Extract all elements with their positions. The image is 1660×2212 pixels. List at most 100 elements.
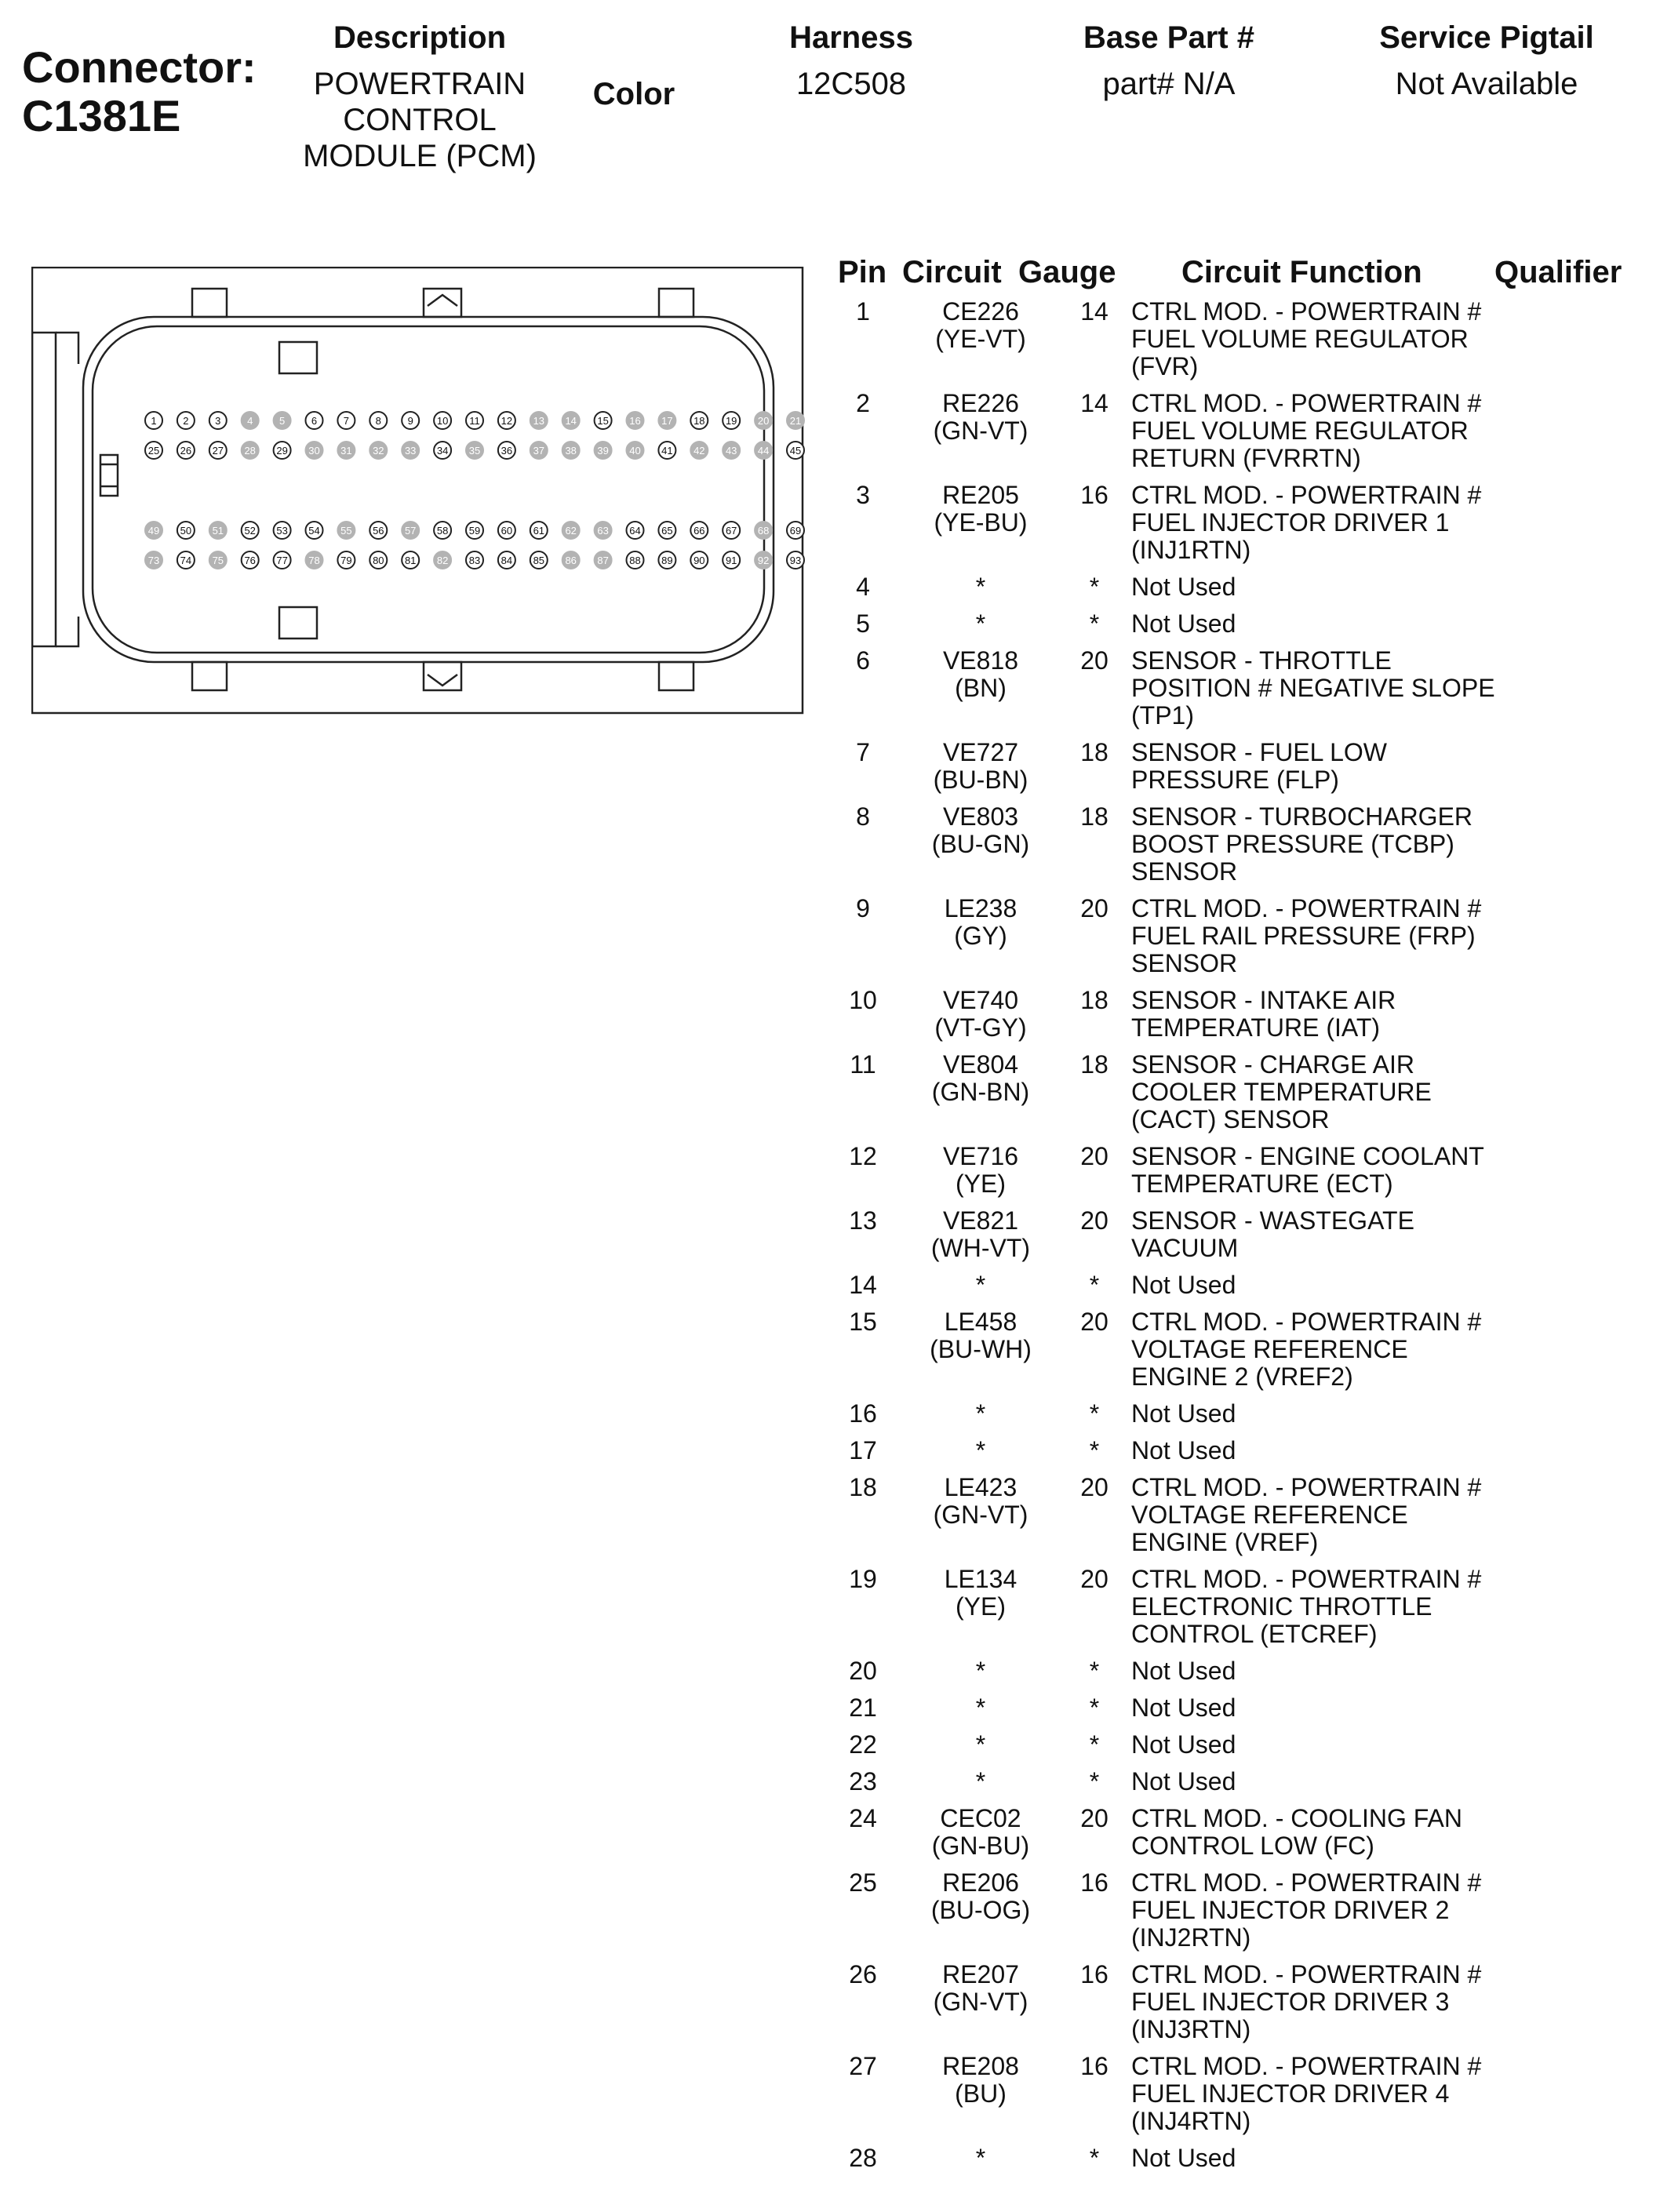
wire-color: (GN-BN) <box>931 1078 1030 1106</box>
circuit-function: Not Used <box>1131 1657 1236 1685</box>
circuit-id: VE716 <box>942 1142 1019 1170</box>
pin-cavity <box>433 411 453 430</box>
pin-cavity-label: 1 <box>151 415 156 427</box>
pin-cavity <box>272 441 292 460</box>
pin-number: 11 <box>850 1050 876 1079</box>
pin-cavity-label: 2 <box>183 415 188 427</box>
pin-cavity-label: 53 <box>276 525 287 537</box>
description-value: POWERTRAIN CONTROL MODULE (PCM) <box>303 67 537 173</box>
circuit-cell: VE716(YE) <box>902 1143 1059 1198</box>
circuit-cell: * <box>902 1400 1059 1428</box>
pin-cavity-label: 69 <box>790 525 801 537</box>
pin-cavity-label: 83 <box>469 555 480 566</box>
wire-gauge: * <box>1089 2144 1100 2172</box>
table-row: 4**Not Used <box>832 573 1647 610</box>
pin-cavity-label: 91 <box>726 555 737 566</box>
pin-number: 23 <box>849 1767 877 1795</box>
pin-cavity-label: 54 <box>308 525 319 537</box>
table-row: 16**Not Used <box>832 1400 1647 1437</box>
wire-gauge: 14 <box>1080 297 1108 326</box>
pin-cavity <box>208 521 228 540</box>
circuit-id: * <box>975 1767 986 1795</box>
pin-cavity-label: 4 <box>247 415 253 427</box>
pin-cavity <box>176 551 195 569</box>
pin-cavity-label: 66 <box>693 525 704 537</box>
pin-cavity <box>401 551 420 569</box>
description-label: Description <box>333 20 507 55</box>
pin-cavity-label: 50 <box>180 525 191 537</box>
pin-cavity-label: 81 <box>405 555 416 566</box>
pin-cavity <box>529 441 548 460</box>
circuit-function: Not Used <box>1131 2144 1236 2172</box>
wire-gauge: 16 <box>1080 1868 1108 1897</box>
pin-cavity-label: 43 <box>726 445 737 457</box>
circuit-cell: * <box>902 1657 1059 1685</box>
wire-color: (YE) <box>956 1170 1006 1198</box>
pin-number: 4 <box>856 573 870 601</box>
connector-face-diagram: 1234567891011121314151617181920212223242… <box>31 267 805 715</box>
table-row: 5**Not Used <box>832 610 1647 647</box>
circuit-cell: * <box>902 1731 1059 1759</box>
pin-cavity <box>144 411 163 430</box>
circuit-cell: LE238(GY) <box>902 895 1059 950</box>
pin-cavity-label: 79 <box>340 555 351 566</box>
pin-cavity-label: 39 <box>597 445 608 457</box>
circuit-cell: LE423(GN-VT) <box>902 1474 1059 1529</box>
pin-cavity <box>690 411 709 430</box>
wire-color: (YE-BU) <box>934 508 1028 537</box>
pin-cavity <box>657 411 677 430</box>
pin-cavity-label: 37 <box>533 445 544 457</box>
pin-number: 10 <box>849 986 877 1014</box>
pin-cavity <box>304 441 324 460</box>
pin-cavity <box>497 411 516 430</box>
pin-cavity <box>208 411 228 430</box>
pin-cavity <box>690 551 709 569</box>
circuit-cell: LE134(YE) <box>902 1566 1059 1621</box>
pin-number: 25 <box>849 1868 877 1897</box>
pin-number: 7 <box>856 738 870 766</box>
wire-gauge: 18 <box>1080 738 1108 766</box>
wire-gauge: * <box>1089 1730 1100 1759</box>
circuit-cell: LE458(BU-WH) <box>902 1308 1059 1363</box>
pin-cavity-label: 20 <box>758 415 769 427</box>
circuit-cell: CEC02(GN-BU) <box>902 1805 1059 1860</box>
column-header-circuit: Circuit <box>902 255 1002 289</box>
wire-color: (GN-BU) <box>931 1832 1030 1860</box>
pin-cavity-label: 40 <box>629 445 640 457</box>
table-row: 21**Not Used <box>832 1694 1647 1731</box>
pin-number: 26 <box>849 1960 877 1988</box>
circuit-id: * <box>975 573 986 601</box>
circuit-function: Not Used <box>1131 1730 1236 1759</box>
pin-cavity-label: 33 <box>405 445 416 457</box>
circuit-function: CTRL MOD. - POWERTRAIN # FUEL INJECTOR D… <box>1131 1960 1482 2043</box>
pin-cavity <box>625 551 645 569</box>
pin-cavity <box>144 521 163 540</box>
pin-number: 20 <box>849 1657 877 1685</box>
circuit-function: CTRL MOD. - POWERTRAIN # FUEL INJECTOR D… <box>1131 2052 1482 2135</box>
pin-cavity <box>657 441 677 460</box>
pin-cavity <box>369 411 388 430</box>
wire-gauge: * <box>1089 573 1100 601</box>
pin-cavity-label: 41 <box>661 445 672 457</box>
wire-gauge: 20 <box>1080 1308 1108 1336</box>
wire-gauge: 16 <box>1080 2052 1108 2080</box>
pin-cavity <box>433 521 453 540</box>
pin-cavity <box>625 521 645 540</box>
pin-cavity-label: 32 <box>373 445 384 457</box>
pin-cavity <box>497 521 516 540</box>
pin-cavity <box>657 521 677 540</box>
table-row: 20**Not Used <box>832 1657 1647 1694</box>
pin-cavity <box>369 551 388 569</box>
wire-gauge: 18 <box>1080 1050 1108 1079</box>
connector-label: Connector: <box>22 42 257 92</box>
circuit-cell: RE205(YE-BU) <box>902 482 1059 537</box>
pin-cavity <box>529 521 548 540</box>
pin-cavity-label: 31 <box>340 445 351 457</box>
pin-cavity <box>240 551 260 569</box>
pin-cavity <box>144 441 163 460</box>
pin-cavity-label: 57 <box>405 525 416 537</box>
